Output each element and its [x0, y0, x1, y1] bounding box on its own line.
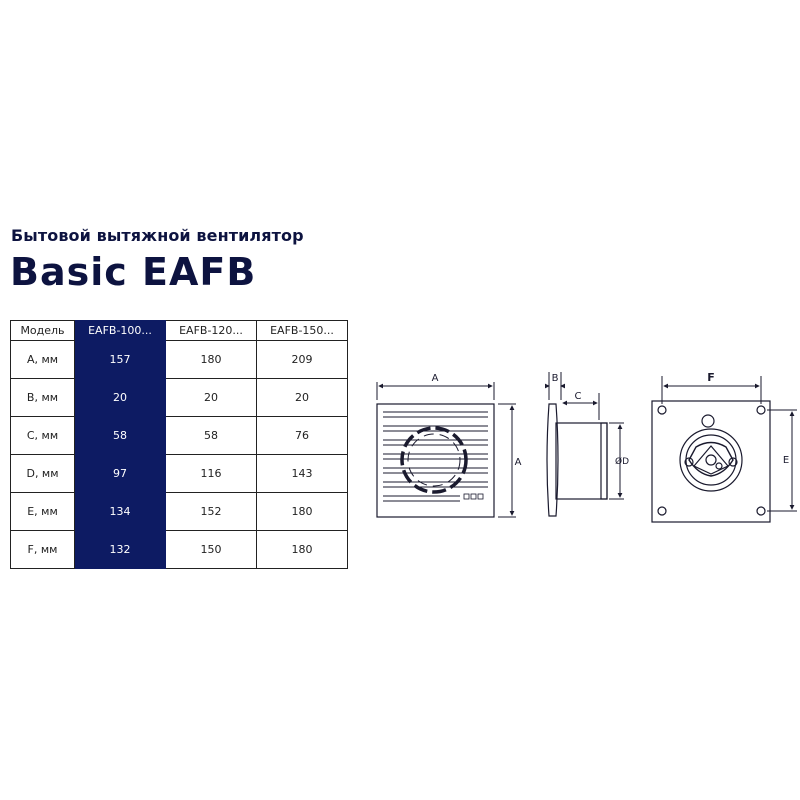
row-label: A, мм — [10, 340, 75, 379]
table-header-row: Модель EAFB-100... EAFB-120... EAFB-150.… — [10, 320, 348, 341]
back-view-drawing — [651, 376, 797, 523]
side-b-label: B — [552, 373, 559, 384]
front-width-label: A — [432, 373, 439, 384]
cell-eafb-120: 116 — [165, 454, 257, 493]
table-row: D, мм 97 116 143 — [10, 454, 348, 493]
cell-eafb-150: 180 — [256, 530, 348, 569]
cell-eafb-100: 132 — [74, 530, 166, 569]
side-d-label: ØD — [615, 456, 629, 467]
cell-eafb-150: 180 — [256, 492, 348, 531]
cell-eafb-150: 76 — [256, 416, 348, 455]
row-label: B, мм — [10, 378, 75, 417]
cell-eafb-150: 20 — [256, 378, 348, 417]
cell-eafb-100: 97 — [74, 454, 166, 493]
table-row: B, мм 20 20 20 — [10, 378, 348, 417]
header-eafb-100: EAFB-100... — [74, 320, 166, 341]
side-c-label: C — [575, 391, 582, 402]
back-f-label: F — [707, 371, 715, 384]
product-subtitle: Бытовой вытяжной вентилятор — [11, 226, 304, 245]
dimensions-table: Модель EAFB-100... EAFB-120... EAFB-150.… — [10, 320, 348, 569]
row-label: D, мм — [10, 454, 75, 493]
cell-eafb-100: 134 — [74, 492, 166, 531]
table-row: E, мм 134 152 180 — [10, 492, 348, 531]
product-title: Basic EAFB — [10, 250, 257, 294]
cell-eafb-100: 157 — [74, 340, 166, 379]
cell-eafb-150: 143 — [256, 454, 348, 493]
table-row: F, мм 132 150 180 — [10, 530, 348, 569]
row-label: F, мм — [10, 530, 75, 569]
cell-eafb-100: 20 — [74, 378, 166, 417]
side-view-drawing — [544, 372, 624, 517]
front-view-drawing — [376, 382, 516, 518]
cell-eafb-120: 20 — [165, 378, 257, 417]
row-label: C, мм — [10, 416, 75, 455]
back-e-label: E — [783, 455, 789, 466]
front-height-label: A — [515, 457, 522, 468]
